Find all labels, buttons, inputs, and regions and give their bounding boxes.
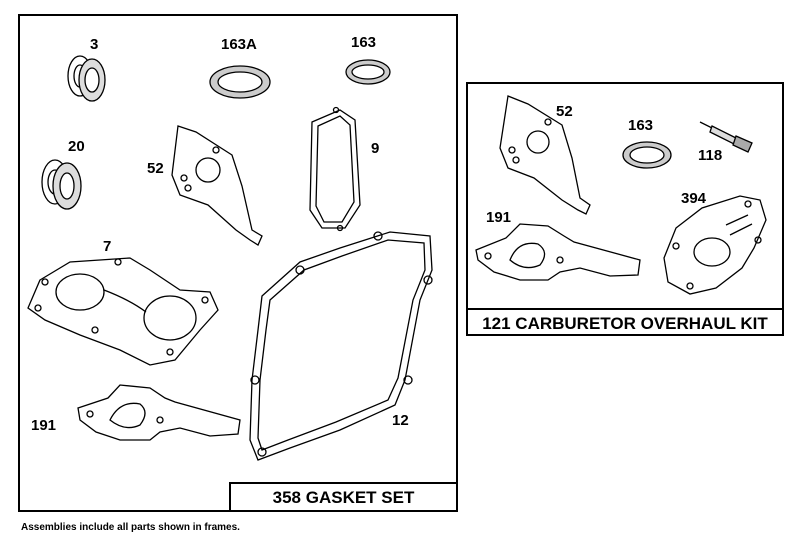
part-number-9: 9 [371,140,380,157]
part-number-163a: 163A [221,36,257,53]
carb-part-number-394: 394 [681,190,707,207]
carburetor-kit-label: 121 CARBURETOR OVERHAUL KIT [466,308,784,336]
carb-gasket-191-drawing [476,224,640,280]
carb-part-number-163: 163 [628,117,654,134]
carb-part-number-191: 191 [486,209,512,226]
part-number-12: 12 [392,412,409,429]
part-number-20: 20 [68,138,85,155]
gasket-191-drawing [78,385,240,440]
carb-needle-118-drawing [700,122,752,152]
part-number-191: 191 [31,417,57,434]
part-number-52: 52 [147,160,164,177]
oil-seal-20-drawing [42,160,81,209]
gasket-set-label: 358 GASKET SET [229,482,458,512]
oil-seal-3-drawing [68,56,105,101]
carb-gasket-52-drawing [500,96,590,214]
gasket-52-drawing [172,126,262,245]
part-number-163: 163 [351,34,377,51]
sump-gasket-12-drawing [250,232,432,460]
carb-gasket-163-drawing [623,142,671,168]
part-number-3: 3 [90,36,99,53]
gasket-163-drawing [346,60,390,84]
carb-part-number-118: 118 [698,147,723,164]
footnote: Assemblies include all parts shown in fr… [21,522,240,533]
carb-part-number-52: 52 [556,103,573,120]
part-number-7: 7 [103,238,112,255]
carb-gasket-394-drawing [664,196,766,294]
gasket-163a-drawing [210,66,270,98]
head-gasket-7-drawing [28,258,218,365]
gasket-9-drawing [310,108,360,231]
